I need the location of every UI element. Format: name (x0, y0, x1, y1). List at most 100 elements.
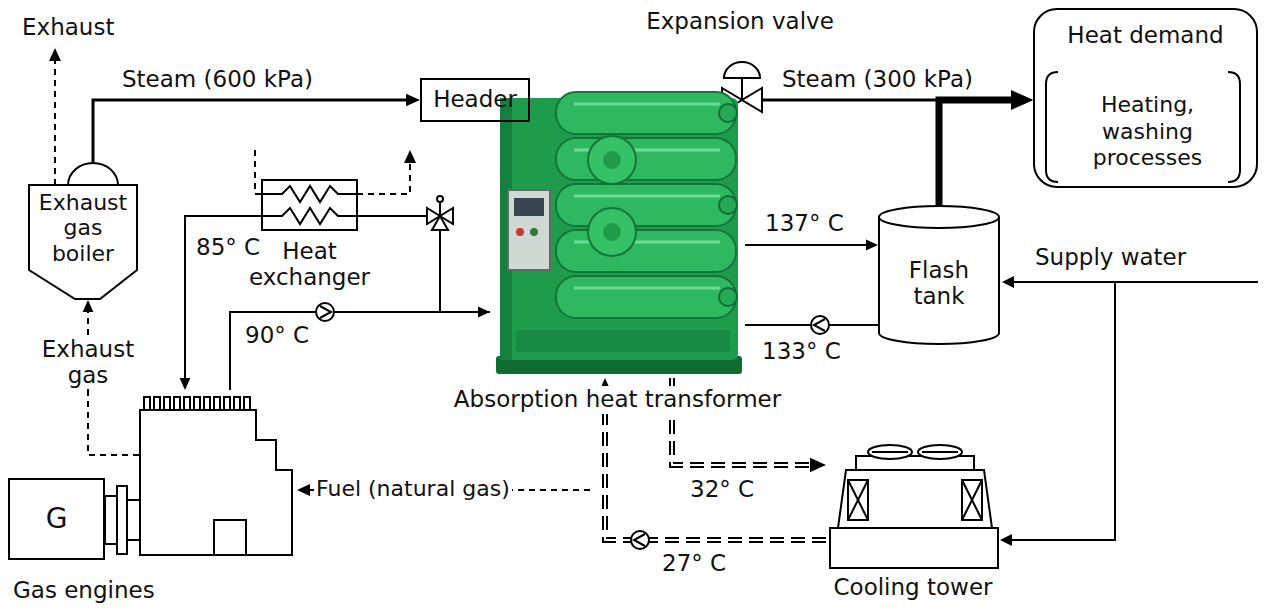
machine-illustration-part (556, 184, 736, 226)
heat-exchanger-symbol-part (262, 186, 357, 202)
exhaust-arrow-part (49, 48, 61, 61)
machine-illustration-part (719, 104, 737, 122)
cooling-tower-illustration-part (838, 470, 992, 528)
header-box: Header (420, 78, 530, 122)
connector (180, 216, 262, 390)
machine-illustration-part (500, 98, 738, 360)
arrow-head (83, 300, 94, 312)
arrow-head (1011, 90, 1033, 110)
machine-illustration-part (603, 223, 621, 241)
expansion-valve-symbol-part (742, 88, 762, 112)
connector-line (357, 216, 490, 312)
arrow-head (810, 458, 826, 472)
boiler-hopper (29, 185, 137, 299)
exhaust-duct (88, 390, 140, 455)
pump-symbol-part (634, 534, 645, 546)
edge-label: 32° C (690, 476, 754, 502)
cooling-tower-illustration-part (872, 451, 958, 453)
heat-exchanger-symbol-part (255, 150, 262, 194)
edge-label: 133° C (762, 338, 841, 364)
expansion-valve-symbol-part (741, 78, 743, 100)
machine-illustration-part (556, 138, 736, 180)
cooling-tower: Cooling tower (826, 444, 1000, 572)
pump-symbol-part (316, 303, 334, 321)
machine-illustration-part (719, 196, 737, 214)
machine-illustration-part (603, 151, 621, 169)
node-text: Exhaust gas boiler (33, 187, 133, 269)
cooling-tower-illustration-part (848, 480, 868, 520)
pump-symbol-part (631, 531, 649, 549)
supply-water-line (1000, 276, 1258, 546)
engine-illustration (105, 397, 292, 555)
connector (939, 90, 1033, 205)
supply-water-line-part (1010, 282, 1258, 540)
machine-illustration-part (556, 276, 736, 318)
cooling-tower-illustration-part (856, 456, 974, 470)
machine-illustration-part (516, 228, 524, 236)
machine-illustration-part (574, 104, 720, 288)
engine-illustration-part (140, 410, 292, 555)
heat-exchanger-symbol (255, 150, 416, 230)
machine-illustration-part (530, 228, 538, 236)
edge-label: 137° C (765, 210, 844, 236)
three-way-valve-part (437, 196, 443, 202)
heat-exchanger-symbol-part (404, 150, 416, 163)
connector (230, 307, 490, 390)
cooling-tower-illustration-part (962, 480, 982, 520)
engine-illustration-part (214, 520, 246, 555)
connector-line (93, 100, 412, 163)
node-text: Heat demand (1035, 22, 1256, 50)
machine-illustration-part (588, 208, 636, 256)
arrow-head (866, 240, 878, 251)
cooling-tower-illustration-part (848, 480, 868, 520)
edge-label: 27° C (662, 550, 726, 576)
three-way-valve-part (432, 216, 448, 230)
expansion-valve-symbol-part (724, 62, 760, 78)
connector (745, 240, 878, 251)
exhaust-gas-boiler: Exhaust gas boiler (28, 163, 138, 300)
fuel-arrow-part (297, 484, 310, 496)
exhaust-duct-part (88, 390, 140, 455)
tank-top (879, 206, 999, 228)
machine-illustration-part (516, 330, 730, 352)
flash-tank: Flash tank (878, 205, 1000, 345)
pump-symbol-part (811, 316, 829, 334)
edge-label: 85° C (196, 234, 260, 260)
expansion-valve: Expansion valve (718, 58, 762, 118)
cooling-tower-illustration (830, 445, 998, 568)
pump-symbol (316, 303, 829, 549)
absorption-heat-transformer: Absorption heat transformer (490, 88, 745, 378)
node-text: Header (422, 80, 528, 120)
machine-illustration-part (508, 190, 550, 270)
gas-engines: Gas enginesG (5, 390, 295, 578)
connector-line (939, 100, 1020, 205)
machine-illustration-part (588, 136, 636, 184)
machine-illustration-part (514, 198, 544, 216)
generator-box: G (8, 478, 105, 560)
cooling-tower-illustration-part (962, 480, 982, 520)
cooling-tower-illustration-part (830, 528, 998, 568)
supply-water-line-part (1000, 534, 1012, 546)
exhaust-arrow-part (54, 60, 56, 185)
edge-label: Steam (600 kPa) (122, 66, 313, 92)
engine-illustration-part (144, 397, 250, 410)
engine-illustration-part (105, 496, 117, 544)
engine-illustration-part (127, 500, 140, 540)
node-text: Absorption heat transformer (450, 386, 785, 414)
machine-illustration-part (719, 288, 737, 306)
node-text: Expansion valve (646, 8, 834, 36)
supply-water-line-part (1002, 276, 1014, 288)
edge-label: Exhaust gas (33, 336, 143, 389)
heat-exchanger-symbol-part (357, 162, 410, 194)
connector (93, 94, 420, 163)
machine-illustration (496, 92, 742, 374)
node-text: Heating, washing processes (1065, 76, 1230, 188)
connector (357, 216, 490, 312)
arrow-head (180, 378, 191, 390)
pump-symbol-part (814, 319, 825, 331)
edge-label: 90° C (245, 322, 309, 348)
node-text: Heat exchanger (245, 238, 375, 291)
three-way-valve-part (439, 202, 441, 216)
node-text: Gas engines (13, 578, 155, 603)
